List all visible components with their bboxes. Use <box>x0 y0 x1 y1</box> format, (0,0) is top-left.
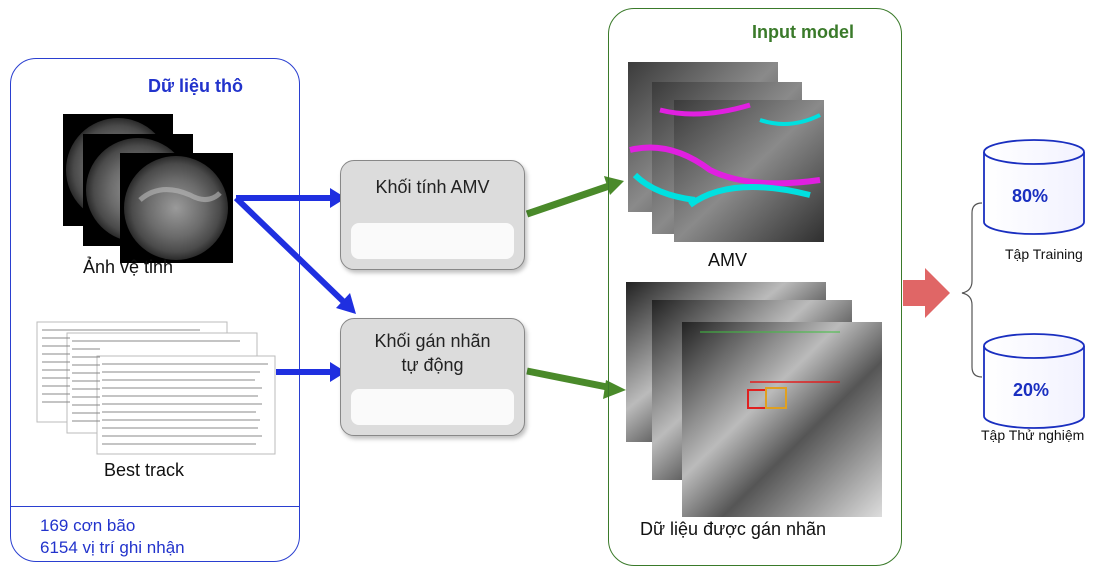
labeled-data-label: Dữ liệu được gán nhãn <box>640 519 827 539</box>
input-model-title: Input model <box>752 22 854 42</box>
best-track-doc-stack <box>36 321 276 455</box>
storm-count: 169 cơn bão <box>40 516 136 535</box>
training-cylinder <box>983 139 1085 235</box>
green-arrows <box>525 181 614 392</box>
arrow-head-label <box>336 293 356 314</box>
blue-arrows <box>233 195 351 375</box>
test-pct: 20% <box>1013 380 1050 400</box>
panel-divider <box>11 506 299 507</box>
amv-block-inner <box>351 223 514 259</box>
training-label: Tập Training <box>1005 246 1083 262</box>
satellite-label: Ảnh vệ tinh <box>83 257 174 277</box>
amv-label: AMV <box>708 250 748 270</box>
arrow-head-amv <box>330 188 346 208</box>
amv-image-stack <box>628 62 824 242</box>
label-block-inner <box>351 389 514 425</box>
position-count: 6154 vị trí ghi nhận <box>40 538 185 557</box>
labeled-image-stack <box>626 282 882 517</box>
green-arrow-head-1 <box>604 176 624 195</box>
test-cylinder <box>983 333 1085 429</box>
raw-data-title: Dữ liệu thô <box>148 76 244 96</box>
besttrack-label: Best track <box>104 460 185 480</box>
test-label: Tập Thử nghiệm <box>981 427 1085 443</box>
input-model-panel <box>608 8 902 566</box>
amv-block-label: Khối tính AMV <box>375 177 490 197</box>
red-split-arrow <box>903 268 950 318</box>
training-pct: 80% <box>1012 186 1049 206</box>
label-block-line1: Khối gán nhãn <box>374 331 491 351</box>
amv-block: Khối tính AMV <box>340 160 525 270</box>
arrow-head-besttrack <box>330 362 346 382</box>
label-block: Khối gán nhãn tự động <box>340 318 525 436</box>
split-brace <box>961 202 983 378</box>
satellite-image-stack <box>63 114 233 263</box>
raw-data-panel <box>10 58 300 562</box>
label-block-line2: tự động <box>401 355 464 375</box>
